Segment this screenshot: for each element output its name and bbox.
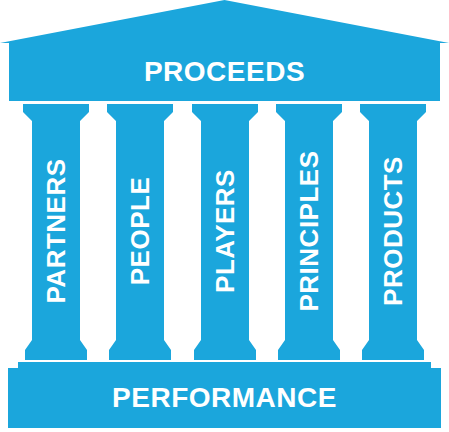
pillar-fill	[276, 104, 342, 360]
pillar-label: PEOPLE	[127, 176, 153, 284]
pillar: PARTNERS	[23, 104, 89, 360]
pillar-label: PLAYERS	[212, 169, 238, 293]
roof-band: PROCEEDS	[0, 0, 449, 101]
text-area: PRODUCTS	[360, 121, 426, 340]
roof-band-fill	[0, 0, 449, 101]
base-band-fill	[8, 362, 441, 428]
text-area: PARTNERS	[23, 121, 89, 340]
pillar: PRODUCTS	[360, 104, 426, 360]
base-label: PERFORMANCE	[112, 384, 337, 412]
text-area: PERFORMANCE	[8, 368, 441, 428]
pillar-fill	[23, 104, 89, 360]
pillar-label: PARTNERS	[43, 158, 69, 303]
text-area: PROCEEDS	[9, 43, 440, 101]
pillar-fill	[107, 104, 173, 360]
roof-label: PROCEEDS	[144, 58, 305, 86]
base-band: PERFORMANCE	[8, 362, 441, 428]
pillar: PRINCIPLES	[276, 104, 342, 360]
pillar: PEOPLE	[107, 104, 173, 360]
pillar: PLAYERS	[192, 104, 258, 360]
text-area: PLAYERS	[192, 121, 258, 340]
pillar-fill	[360, 104, 426, 360]
pillar-label: PRODUCTS	[380, 156, 406, 306]
text-area: PEOPLE	[107, 121, 173, 340]
pillar-fill	[192, 104, 258, 360]
pillar-label: PRINCIPLES	[296, 150, 322, 311]
text-area: PRINCIPLES	[276, 121, 342, 340]
